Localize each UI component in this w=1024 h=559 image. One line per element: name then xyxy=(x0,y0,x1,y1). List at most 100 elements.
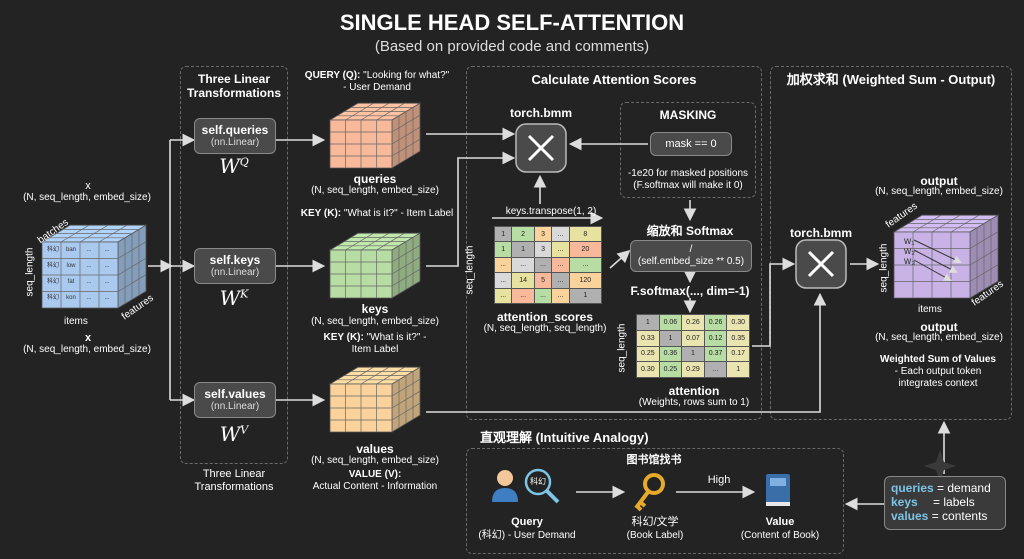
matrix-cell: ... xyxy=(493,256,513,274)
matrix-cell: 8 xyxy=(568,225,603,243)
input-cell: kon xyxy=(66,295,76,301)
keys-label: keys xyxy=(361,302,389,316)
input-cell: ... xyxy=(104,247,110,253)
matrix-cell: ... xyxy=(551,287,570,305)
matrix-cell: ... xyxy=(493,272,513,289)
input-cell: ... xyxy=(86,295,92,301)
key-note: KEY (K): "What is it?" - Item Label xyxy=(300,208,454,219)
attention-scores-label: attention_scores xyxy=(496,310,594,324)
mask-note-line2: (F.softmax will make it 0) xyxy=(633,180,743,191)
query-note-line2: - User Demand xyxy=(343,82,411,93)
output-desc-line3: integrates context xyxy=(898,378,978,389)
keys-to-bmm xyxy=(426,151,516,267)
masking-panel xyxy=(620,102,756,198)
matrix-cell: 0.36 xyxy=(658,345,683,363)
matrix-cell: 1 xyxy=(511,241,535,258)
matrix-cell: 0.26 xyxy=(703,314,728,331)
masking-header: MASKING xyxy=(659,108,717,122)
input-cell: 科幻 xyxy=(46,295,59,301)
matrix-cell: 0.25 xyxy=(636,345,660,363)
keys-shape: (N, seq_length, embed_size) xyxy=(311,316,439,327)
output-desc-line2: - Each output token xyxy=(894,366,982,377)
axis-seq-label: seq_length xyxy=(24,247,36,297)
values-label: values xyxy=(356,442,394,456)
input-cell: 科幻 xyxy=(46,263,59,269)
scale-box: / (self.embed_size ** 0.5) xyxy=(630,240,752,272)
attention-scores-shape: (N, seq_length, seq_length) xyxy=(483,323,607,334)
matrix-cell: 1 xyxy=(493,241,513,258)
keys-linear-box: self.keys (nn.Linear) xyxy=(194,248,276,284)
attention-note: (Weights, rows sum to 1) xyxy=(638,397,750,408)
legend-row-values: values = contents xyxy=(891,509,988,523)
key-note2-line2: Item Label xyxy=(351,344,399,355)
values-linear-module: (nn.Linear) xyxy=(210,401,260,412)
wq-label: WQ xyxy=(219,154,249,178)
bmm-label-2: torch.bmm xyxy=(789,226,852,240)
magnifier-icon xyxy=(524,468,560,504)
legend-row-queries: queries = demand xyxy=(891,481,991,495)
input-cell: 科幻 xyxy=(46,279,59,285)
weight-w3: w₃ xyxy=(904,256,916,267)
scores-seq-axis: seq_length xyxy=(464,245,476,295)
matrix-cell: 3 xyxy=(533,241,553,258)
matrix-cell: ... xyxy=(551,241,570,258)
axis-items-label: items xyxy=(64,316,88,327)
analogy-high-label: High xyxy=(707,474,731,486)
scores-panel xyxy=(466,66,762,420)
transpose-label: keys.transpose(1, 2) xyxy=(505,206,597,217)
queries-shape: (N, seq_length, embed_size) xyxy=(311,185,439,196)
keys-linear-module: (nn.Linear) xyxy=(210,267,260,278)
weight-arrows xyxy=(913,239,962,281)
matrix-cell: 0.30 xyxy=(726,314,750,331)
matrix-cell: 0.06 xyxy=(658,314,683,331)
matrix-cell: 5 xyxy=(533,272,553,289)
mask-expr-box: mask == 0 xyxy=(650,132,732,156)
matrix-cell: 0.26 xyxy=(681,314,705,331)
attention-seq-axis: seq_length xyxy=(616,323,628,373)
key-icon xyxy=(634,473,665,512)
magnifier-text: 科幻 xyxy=(530,477,546,486)
input-cell: 科幻 xyxy=(46,247,59,253)
matrix-to-scale xyxy=(609,249,631,269)
linear-header-line2: Transformations xyxy=(186,86,282,100)
bmm-x-icon-2 xyxy=(795,239,847,289)
keys-linear-name: self.keys xyxy=(209,253,261,267)
matrix-cell: ... xyxy=(551,256,570,274)
analogy-key-sub: (Book Label) xyxy=(626,530,684,541)
matrix-cell: ... xyxy=(551,225,570,243)
weight-w1: w₁ xyxy=(904,236,915,247)
input-cell: ban xyxy=(65,247,76,253)
matrix-cell: ... xyxy=(493,287,513,305)
output-shape: (N, seq_length, embed_size) xyxy=(875,332,1003,343)
output-top-shape: (N, seq_length, embed_size) xyxy=(875,186,1003,197)
values-to-bmm xyxy=(426,292,827,413)
mask-note-line1: -1e20 for masked positions xyxy=(627,168,749,179)
matrix-cell: ... xyxy=(511,287,535,305)
input-cell: ... xyxy=(86,263,92,269)
linear-header-line1: Three Linear xyxy=(197,72,271,86)
page-subtitle: (Based on provided code and comments) xyxy=(374,38,650,55)
queries-linear-box: self.queries (nn.Linear) xyxy=(194,118,276,154)
matrix-cell: 0.35 xyxy=(726,329,750,347)
input-cell: ... xyxy=(104,295,110,301)
matrix-cell: 20 xyxy=(568,241,603,258)
analogy-subheader: 图书馆找书 xyxy=(626,454,682,466)
book-icon xyxy=(766,474,790,506)
matrix-cell: 0.29 xyxy=(681,361,705,378)
matrix-cell: 1 xyxy=(658,329,683,347)
analogy-query-label: Query xyxy=(511,516,543,528)
matrix-cell: 0.07 xyxy=(681,329,705,347)
matrix-cell: 14 xyxy=(511,272,535,289)
matrix-cell: ... xyxy=(568,256,603,274)
analogy-key-label: 科幻/文学 xyxy=(631,516,679,528)
input-cell: ... xyxy=(104,263,110,269)
input-bottom-label: x xyxy=(84,332,92,344)
matrix-cell: ... xyxy=(533,256,553,274)
analogy-panel xyxy=(466,448,844,554)
matrix-cell: 0.12 xyxy=(703,329,728,347)
weight-w2: w₂ xyxy=(904,246,916,257)
matrix-cell: 0.25 xyxy=(658,361,683,378)
output-label: output xyxy=(920,320,958,334)
output-axis-items: items xyxy=(918,304,942,315)
